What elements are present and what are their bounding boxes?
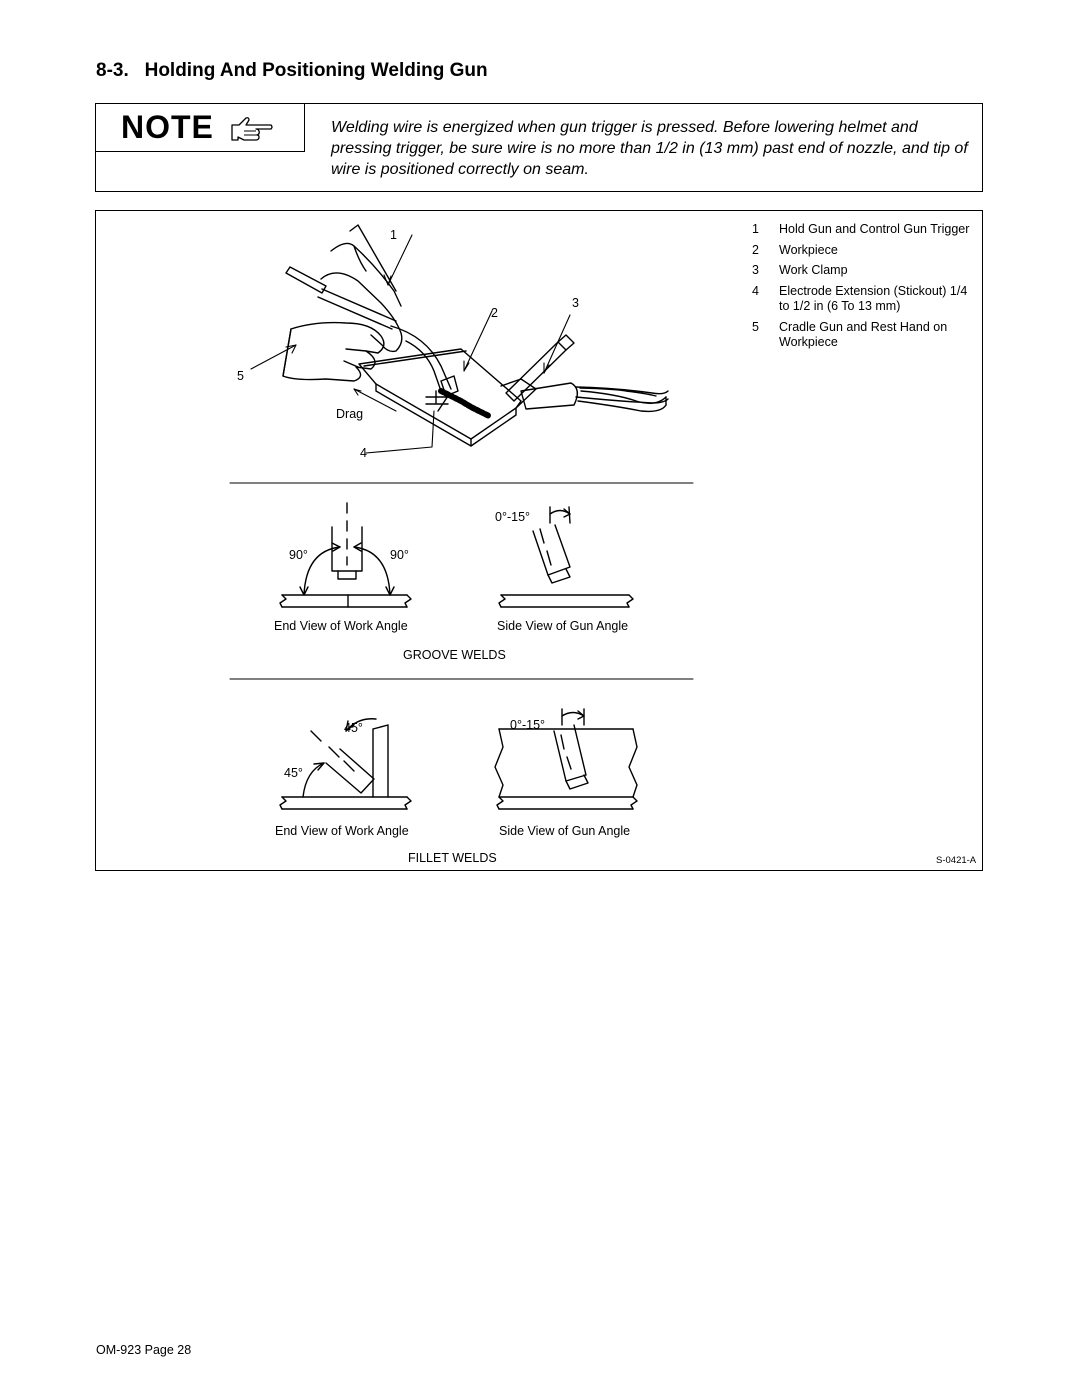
figure-frame <box>95 210 983 871</box>
groove-heading: GROOVE WELDS <box>403 648 506 662</box>
fillet-caption-end: End View of Work Angle <box>275 824 409 838</box>
legend-text: Workpiece <box>779 242 838 257</box>
fillet-gun-angle: 0°-15° <box>510 718 546 732</box>
fillet-caption-side: Side View of Gun Angle <box>499 824 631 838</box>
callout-4: 4 <box>360 446 367 460</box>
note-label: NOTE <box>121 109 214 145</box>
drag-label: Drag <box>336 407 364 421</box>
legend-text: Electrode Extension (Stickout) 1/4 to 1/… <box>779 283 968 314</box>
callout-3: 3 <box>572 296 579 310</box>
page-footer: OM-923 Page 28 <box>96 1343 192 1357</box>
welding-gun-illustration <box>229 224 694 810</box>
section-heading: 8-3. Holding And Positioning Welding Gun <box>96 60 488 82</box>
legend-item: 4 Electrode Extension (Stickout) 1/4 to 1… <box>752 284 980 315</box>
welding-gun <box>285 266 459 412</box>
legend-item: 3 Work Clamp <box>752 263 980 279</box>
legend-number: 1 <box>752 222 759 236</box>
fillet-end-view <box>279 718 412 810</box>
figure-legend: 1 Hold Gun and Control Gun Trigger 2 Workp… <box>752 222 980 356</box>
legend-number: 4 <box>752 283 759 298</box>
groove-angle-left: 90° <box>289 548 308 562</box>
note-text: Welding wire is energized when gun trigg… <box>331 119 968 178</box>
fillet-angle-top: 45° <box>344 721 363 735</box>
legend-item: 1 Hold Gun and Control Gun Trigger <box>752 222 980 238</box>
groove-angle-right: 90° <box>390 548 409 562</box>
groove-caption-end: End View of Work Angle <box>274 619 408 633</box>
note-tab <box>95 103 305 152</box>
legend-number: 3 <box>752 263 759 277</box>
section-number: 8-3. <box>96 60 129 81</box>
callout-leaders <box>250 234 571 454</box>
callout-2: 2 <box>491 306 498 320</box>
fillet-heading: FILLET WELDS <box>408 851 497 865</box>
groove-caption-side: Side View of Gun Angle <box>497 619 629 633</box>
legend-number: 2 <box>752 242 759 257</box>
groove-side-view <box>498 506 634 608</box>
cable-lead <box>575 386 669 404</box>
callout-5: 5 <box>237 369 244 383</box>
figure-reference: S-0421-A <box>936 855 977 866</box>
legend-text: Cradle Gun and Rest Hand on Workpiece <box>779 319 948 350</box>
fillet-side-view <box>494 708 638 810</box>
cable-work-clamp <box>579 387 657 397</box>
groove-gun-angle: 0°-15° <box>495 510 531 524</box>
section-title: Holding And Positioning Welding Gun <box>144 60 488 81</box>
pointing-hand-icon <box>231 117 273 141</box>
resting-hand <box>282 321 385 382</box>
legend-item: 5 Cradle Gun and Rest Hand on Workpiece <box>752 320 980 351</box>
fillet-angle-bottom: 45° <box>284 766 303 780</box>
legend-item: 2 Workpiece <box>752 243 980 259</box>
legend-text: Hold Gun and Control Gun Trigger <box>779 222 970 236</box>
legend-number: 5 <box>752 319 759 334</box>
callout-1: 1 <box>390 228 397 242</box>
groove-end-view <box>279 502 412 608</box>
hand-holding-gun <box>320 224 403 353</box>
note-box <box>95 103 983 192</box>
work-clamp <box>500 334 667 413</box>
electrode-extension-marker <box>425 390 449 405</box>
legend-text: Work Clamp <box>779 263 848 277</box>
